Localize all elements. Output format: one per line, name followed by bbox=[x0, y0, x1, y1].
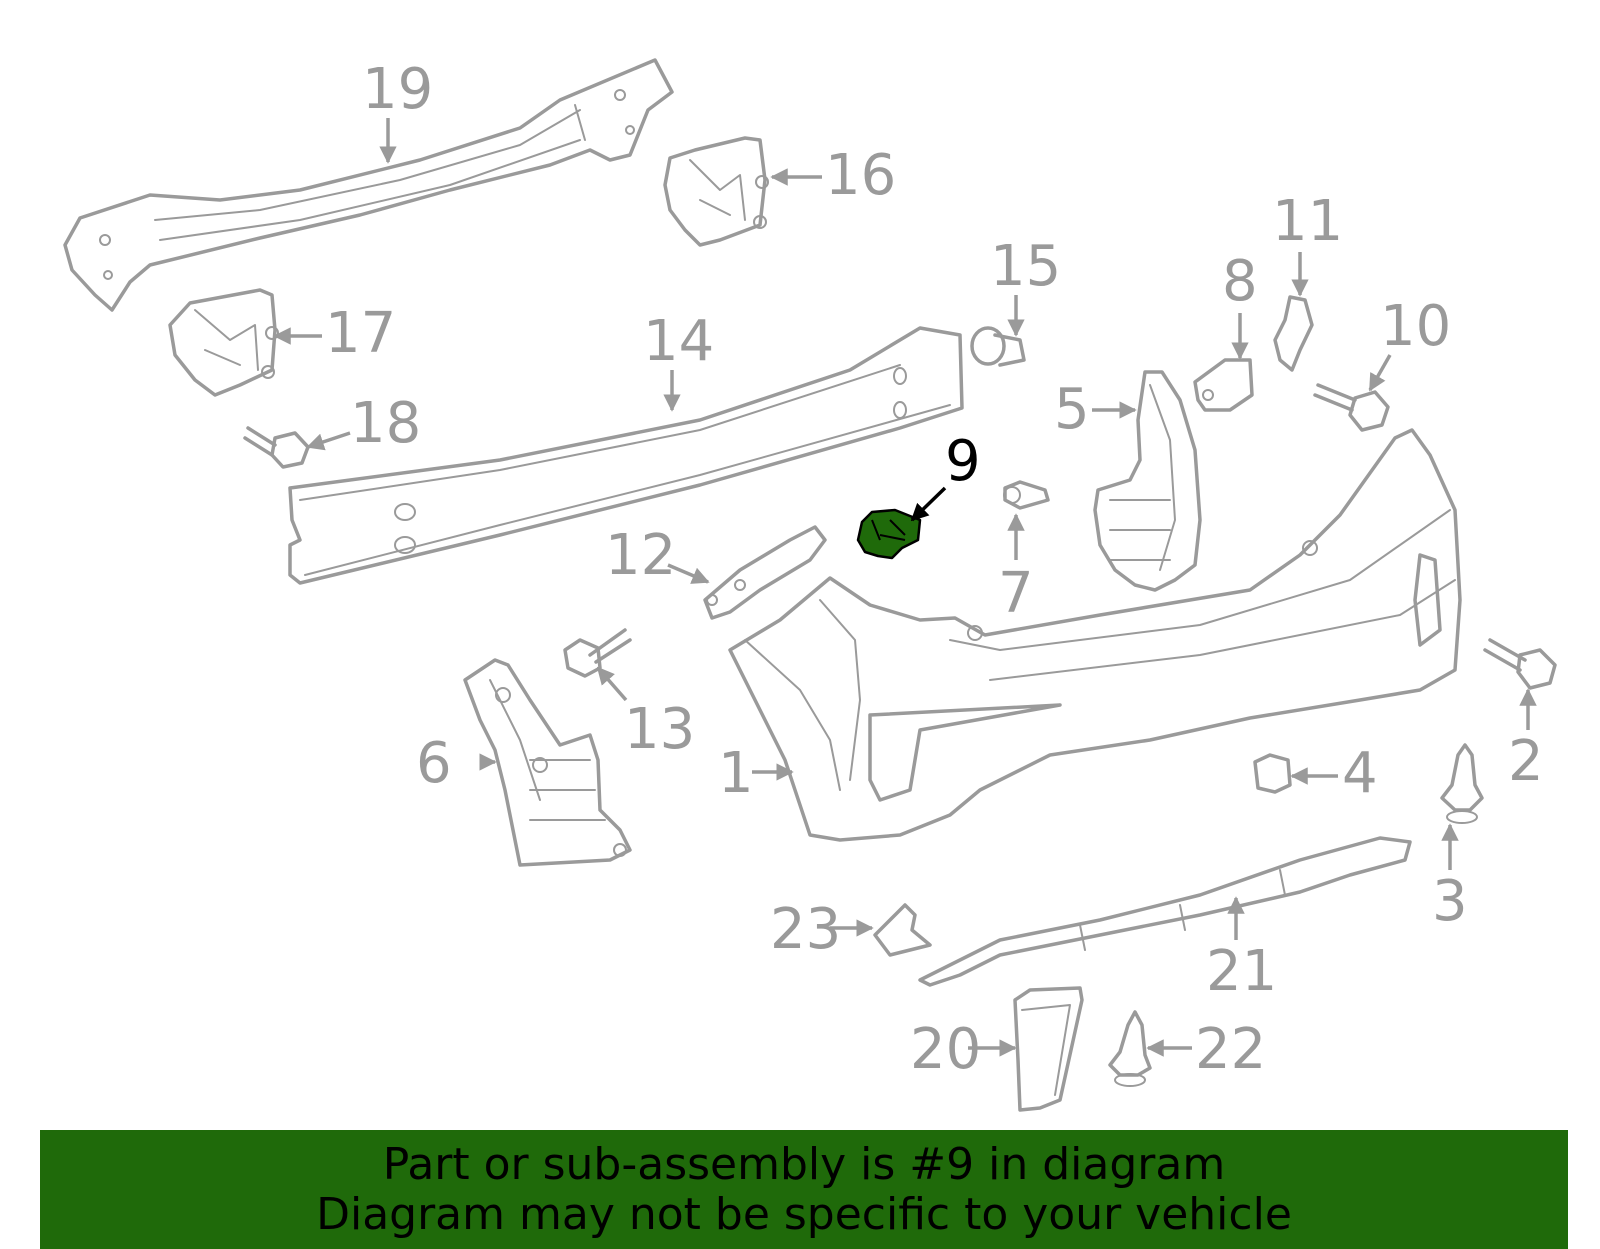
part-15-clip bbox=[970, 326, 1026, 367]
callout-5: 5 bbox=[1054, 377, 1090, 442]
callout-22: 22 bbox=[1195, 1017, 1266, 1082]
callout-19: 19 bbox=[362, 57, 433, 122]
part-18-bolt bbox=[243, 426, 310, 469]
part-6-side-bracket bbox=[463, 658, 632, 867]
part-10-bolt bbox=[1313, 383, 1390, 432]
callout-13: 13 bbox=[624, 697, 695, 762]
callout-16: 16 bbox=[825, 143, 896, 208]
callout-1: 1 bbox=[718, 741, 754, 806]
part-21-diffuser bbox=[918, 836, 1412, 987]
callout-9: 9 bbox=[945, 429, 981, 494]
callout-3: 3 bbox=[1432, 869, 1468, 934]
callout-15: 15 bbox=[990, 234, 1061, 299]
part-4-nut bbox=[1253, 753, 1292, 794]
banner-line-1: Part or sub-assembly is #9 in diagram bbox=[382, 1139, 1226, 1190]
callout-17: 17 bbox=[325, 301, 396, 366]
part-7-screw bbox=[1003, 480, 1050, 510]
part-5-side-bracket bbox=[1093, 370, 1202, 592]
part-23-clip bbox=[873, 903, 932, 957]
callout-21: 21 bbox=[1206, 939, 1277, 1004]
part-2-bolt bbox=[1483, 638, 1557, 690]
part-16-bracket bbox=[663, 136, 769, 247]
callout-20: 20 bbox=[910, 1017, 981, 1082]
part-19-reinforcement bbox=[63, 58, 674, 312]
part-8-retainer bbox=[1193, 358, 1254, 412]
leader-lines bbox=[273, 118, 1537, 1057]
callout-numbers: 1 2 3 4 5 6 7 8 9 10 11 12 13 14 15 16 1… bbox=[325, 57, 1544, 1082]
callout-14: 14 bbox=[643, 309, 714, 374]
part-9-highlighted bbox=[856, 508, 922, 560]
callout-23: 23 bbox=[770, 897, 841, 962]
callout-2: 2 bbox=[1508, 729, 1544, 794]
part-17-bracket bbox=[168, 288, 279, 397]
callout-4: 4 bbox=[1342, 741, 1378, 806]
callout-6: 6 bbox=[416, 731, 452, 796]
callout-11: 11 bbox=[1272, 189, 1343, 254]
callout-12: 12 bbox=[605, 523, 676, 588]
part-20-reflector bbox=[1013, 986, 1084, 1112]
part-11-clip bbox=[1273, 295, 1314, 372]
callout-10: 10 bbox=[1380, 294, 1451, 359]
callout-8: 8 bbox=[1222, 249, 1258, 314]
part-1-bumper-cover bbox=[728, 428, 1462, 842]
callout-7: 7 bbox=[998, 561, 1034, 626]
info-banner: Part or sub-assembly is #9 in diagram Di… bbox=[40, 1130, 1568, 1249]
part-3-clip bbox=[1440, 743, 1484, 824]
part-22-clip bbox=[1108, 1010, 1152, 1087]
callout-18: 18 bbox=[350, 391, 421, 456]
banner-line-2: Diagram may not be specific to your vehi… bbox=[316, 1189, 1292, 1240]
part-12-bracket bbox=[703, 525, 827, 620]
part-14-energy-absorber bbox=[288, 326, 964, 585]
